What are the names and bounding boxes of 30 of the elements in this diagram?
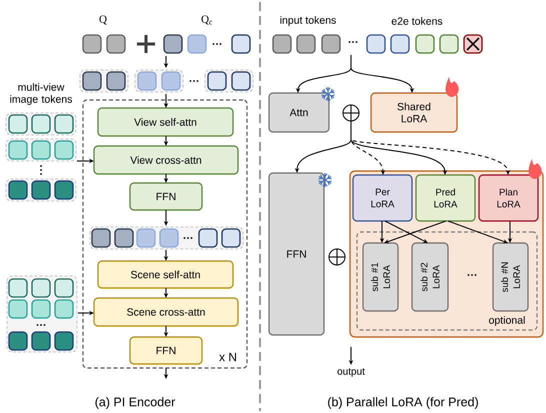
token-label: Q$_{c}$ <box>202 15 212 25</box>
caption: (b) Parallel LoRA (for Pred) <box>328 397 478 409</box>
repeat-label: x N <box>219 352 236 362</box>
token-label: multi-view image tokens <box>10 83 72 105</box>
lora-block: Per LoRA <box>352 174 413 222</box>
token-group <box>6 276 78 352</box>
attention-block: Attn <box>268 92 330 133</box>
caption: (a) PI Encoder <box>95 397 176 409</box>
output-label: output <box>338 368 365 377</box>
ffn-block: FFN <box>129 336 203 365</box>
attention-block: Scene self-attn <box>97 260 234 289</box>
sum-symbol <box>342 104 360 122</box>
sub-lora-block: sub #N LoRA <box>492 242 529 312</box>
sub-lora-block: sub #1 LoRA <box>362 242 399 312</box>
attention-block: Scene cross-attn <box>93 297 239 327</box>
lora-block: Pred LoRA <box>415 174 476 222</box>
ffn-block: FFN <box>129 182 203 211</box>
optional-label: optional <box>489 316 525 326</box>
token-row <box>90 226 244 250</box>
token-label: e2e tokens <box>392 17 442 25</box>
lora-block: Plan LoRA <box>478 174 539 222</box>
attention-block: View cross-attn <box>93 145 239 175</box>
arrow <box>384 220 428 243</box>
lora-block: Shared LoRA <box>370 92 458 133</box>
token-label: Q <box>99 15 107 25</box>
token-label: input tokens <box>280 16 336 26</box>
sub-lora-block: sub #2 LoRA <box>411 242 449 312</box>
token-row <box>80 70 254 92</box>
ffn-block: FFN <box>268 172 325 336</box>
attention-block: View self-attn <box>97 107 234 137</box>
